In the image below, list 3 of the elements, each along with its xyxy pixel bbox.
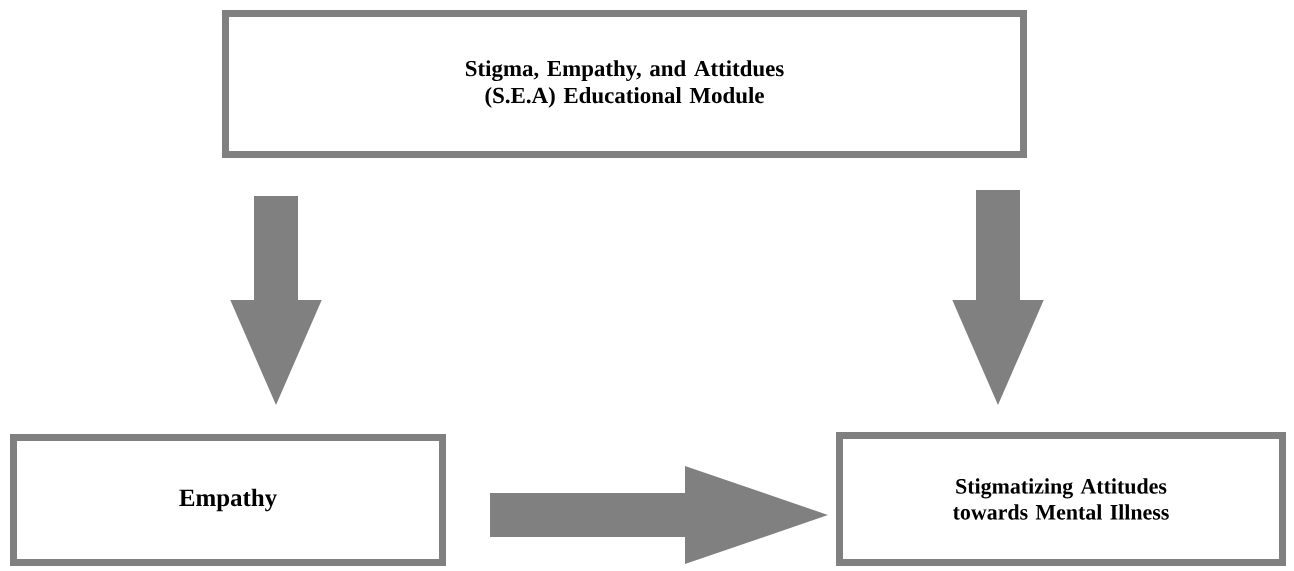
process-box: Empathy [10, 434, 446, 566]
process-box: Stigma, Empathy, and Attitdues (S.E.A) Educational Module [222, 10, 1027, 158]
process-box: Stigmatizing Attitudes towards Mental Illness [836, 432, 1286, 566]
